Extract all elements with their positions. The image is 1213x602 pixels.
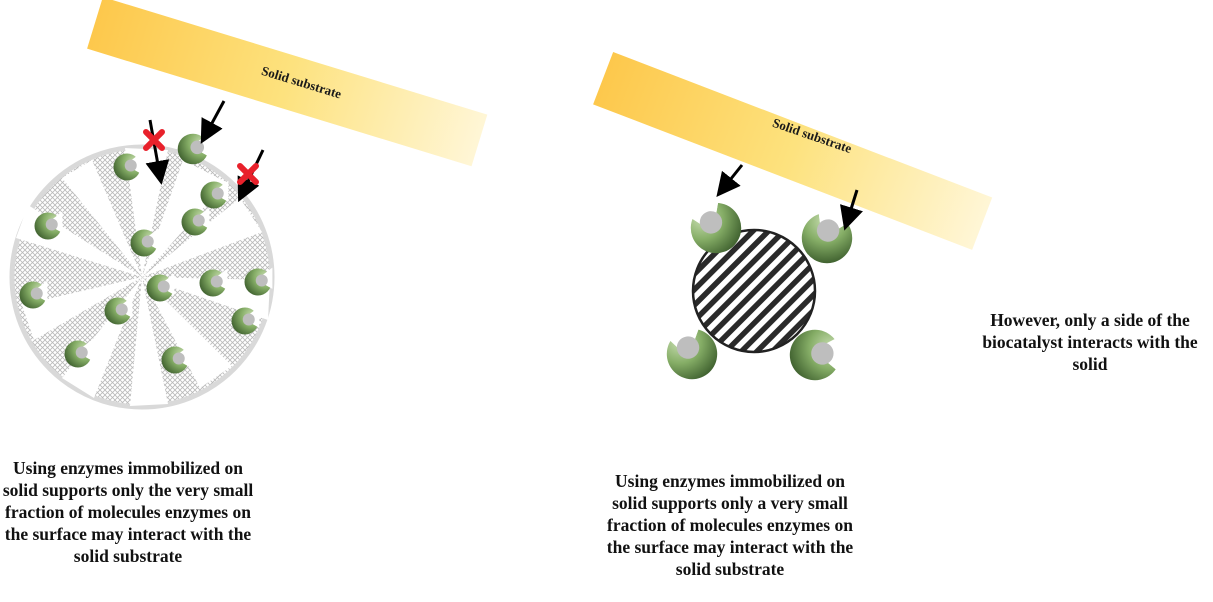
arrow-to-substrate xyxy=(840,189,863,231)
support-pores xyxy=(16,148,270,406)
side-note: However, only a side of the biocatalyst … xyxy=(982,310,1198,374)
left-panel: Solid substrate xyxy=(9,0,488,410)
arrow-to-substrate xyxy=(200,100,226,144)
arrow-to-substrate xyxy=(716,164,744,198)
right-arrows xyxy=(716,164,863,231)
right-panel: Solid substrate xyxy=(593,52,993,385)
nonporous-support xyxy=(691,228,817,354)
enzyme-bound xyxy=(177,132,210,165)
right-solid-substrate xyxy=(593,52,993,250)
arrow-blocked xyxy=(145,119,170,185)
right-caption: Using enzymes immobilized on solid suppo… xyxy=(606,471,854,579)
left-caption: Using enzymes immobilized on solid suppo… xyxy=(2,458,254,566)
left-solid-substrate xyxy=(87,0,488,167)
porous-support xyxy=(9,144,275,410)
